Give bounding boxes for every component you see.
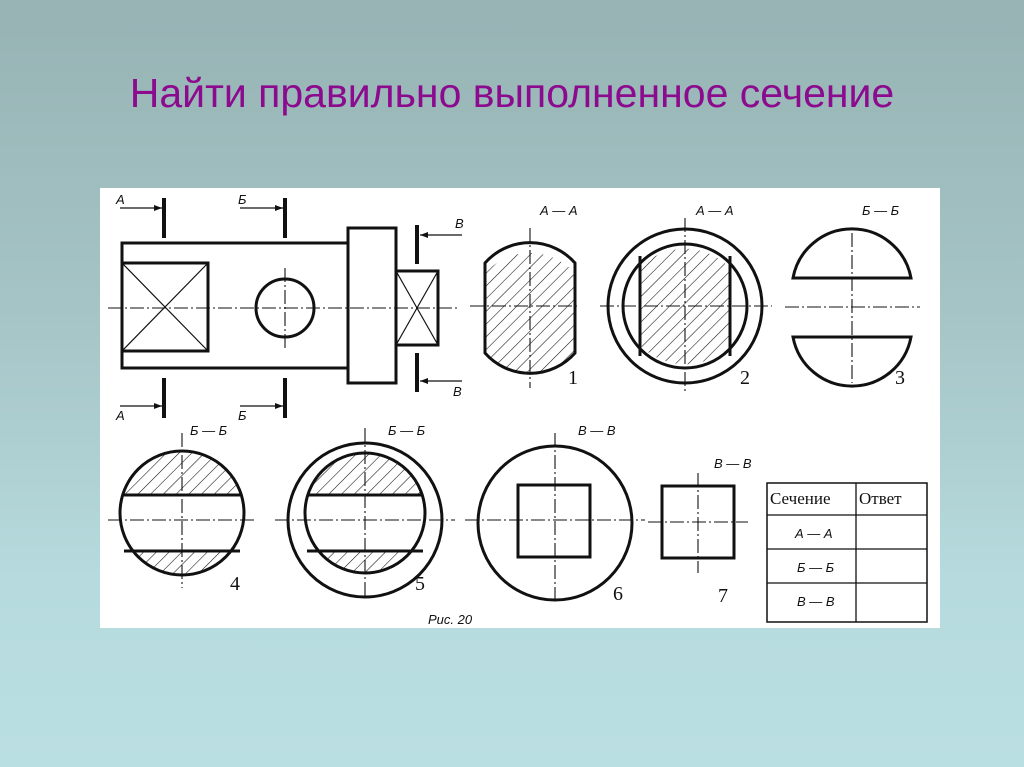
cut-label-a-bottom: А	[115, 408, 125, 423]
slide-title: Найти правильно выполненное сечение	[129, 70, 895, 116]
section-4-label: Б — Б	[190, 423, 228, 438]
section-1-label: А — А	[539, 203, 578, 218]
section-2[interactable]: А — А 2	[600, 203, 772, 393]
table-row-section: В — В	[797, 594, 835, 609]
section-6-number: 6	[613, 583, 623, 605]
table-header-answer: Ответ	[859, 489, 902, 508]
section-5-label: Б — Б	[388, 423, 426, 438]
section-5-number: 5	[415, 573, 425, 595]
answer-cell-bb[interactable]	[857, 550, 926, 582]
shaft-drawing: А А Б Б В В	[108, 192, 464, 423]
section-2-label: А — А	[695, 203, 734, 218]
section-4-number: 4	[230, 573, 240, 595]
cut-label-b-bottom: Б	[238, 408, 247, 423]
section-3-number: 3	[895, 367, 905, 389]
section-7[interactable]: В — В 7	[648, 456, 752, 607]
section-6-label: В — В	[578, 423, 616, 438]
technical-drawing: А А Б Б В В	[108, 192, 928, 627]
table-row-section: Б — Б	[797, 560, 835, 575]
section-3[interactable]: Б — Б 3	[785, 203, 920, 389]
table-header-section: Сечение	[770, 489, 831, 508]
answer-cell-vv[interactable]	[857, 584, 926, 621]
section-2-number: 2	[740, 367, 750, 389]
section-3-label: Б — Б	[862, 203, 900, 218]
table-row-section: А — А	[794, 526, 833, 541]
answer-table: Сечение Ответ А — А Б — Б В — В	[766, 482, 928, 623]
section-1[interactable]: А — А 1	[470, 203, 580, 389]
section-6[interactable]: В — В 6	[465, 423, 645, 605]
cut-label-v-bottom: В	[453, 384, 462, 399]
cut-label-a-top: А	[115, 192, 125, 207]
drawing-panel: А А Б Б В В	[100, 188, 940, 628]
section-5[interactable]: Б — Б 5	[275, 423, 455, 599]
figure-caption: Рис. 20	[428, 612, 473, 627]
answer-cell-aa[interactable]	[857, 516, 926, 548]
section-4[interactable]: Б — Б 4	[108, 423, 257, 595]
section-7-label: В — В	[714, 456, 752, 471]
section-1-number: 1	[568, 367, 578, 389]
section-7-number: 7	[718, 585, 728, 607]
cut-label-b-top: Б	[238, 192, 247, 207]
cut-label-v-top: В	[455, 216, 464, 231]
